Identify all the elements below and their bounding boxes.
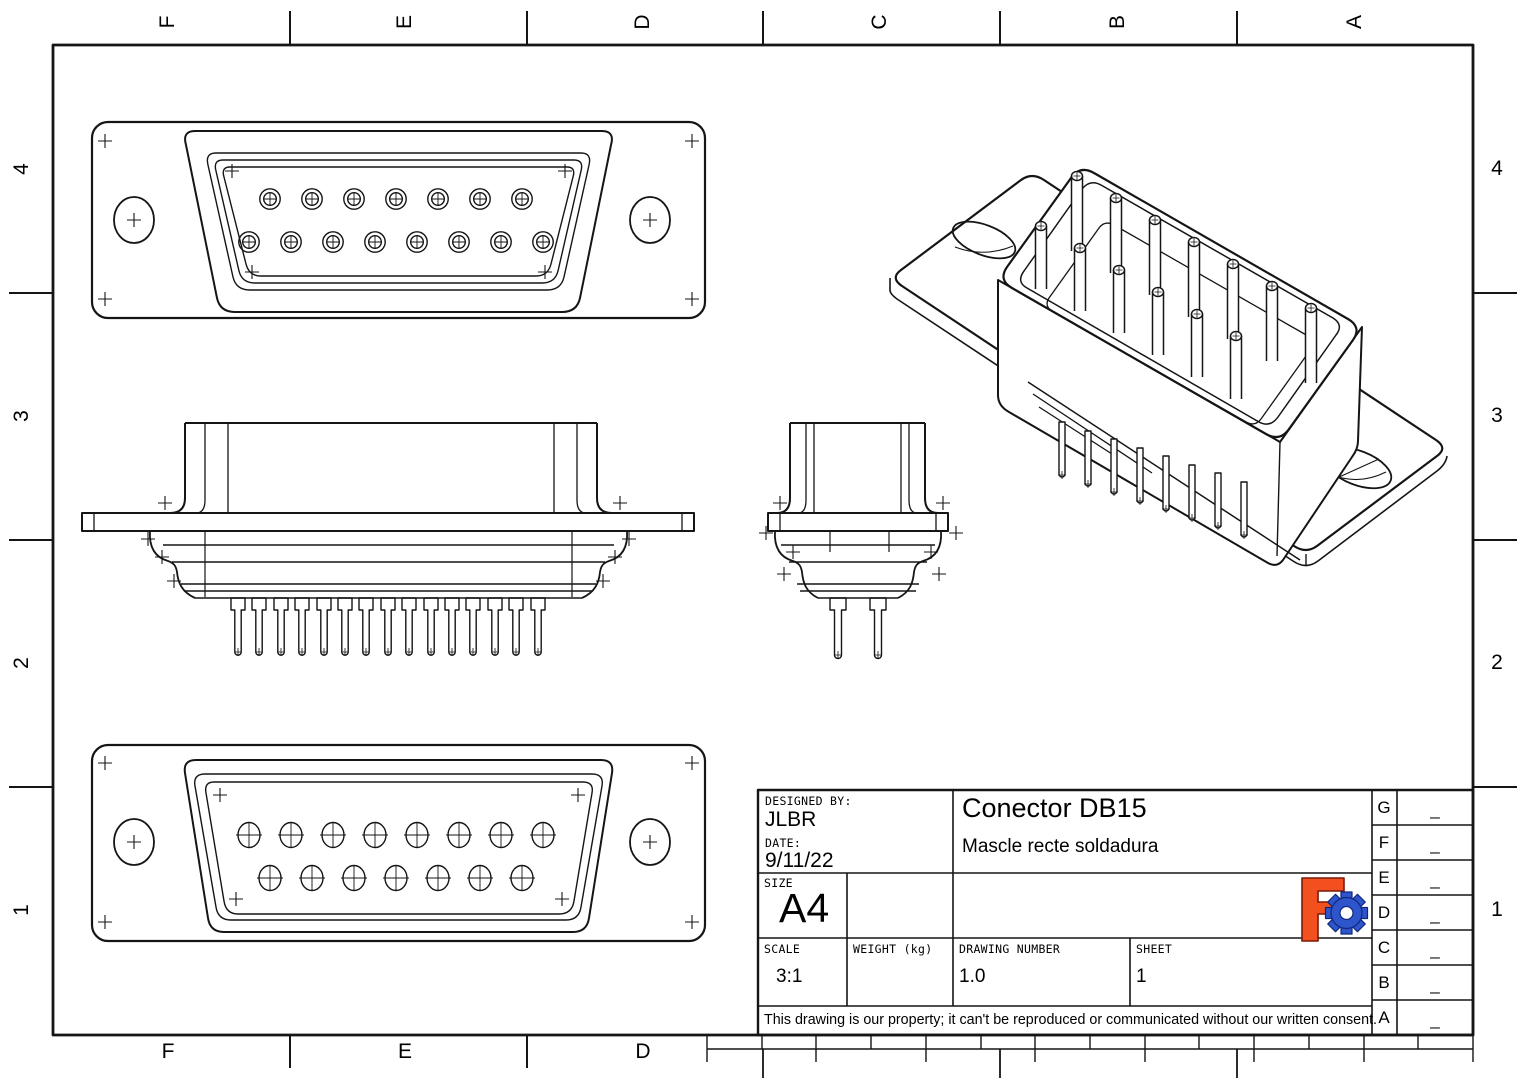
revision-letter: G: [1377, 798, 1391, 817]
revision-value: _: [1430, 905, 1440, 924]
top-pins-back: [1070, 170, 1318, 383]
designed-by-value: JLBR: [765, 808, 817, 831]
drawing-number-value: 1.0: [959, 966, 986, 987]
date-value: 9/11/22: [765, 849, 834, 872]
solder-pins-iso: [1058, 421, 1248, 539]
ruler-strip: [706, 1035, 1474, 1078]
revision-letter: F: [1378, 833, 1390, 852]
grid-label-top-b: B: [1106, 14, 1129, 30]
revision-letter: B: [1378, 973, 1390, 992]
drawing-number-label: DRAWING NUMBER: [959, 942, 1061, 956]
grid-label-top-c: C: [868, 14, 891, 30]
profile-view: [759, 422, 963, 660]
weight-label: WEIGHT (kg): [853, 942, 933, 956]
grid-label-bottom-d: D: [635, 1040, 651, 1063]
size-label: SIZE: [764, 876, 793, 890]
designed-by-label: DESIGNED BY:: [765, 794, 852, 808]
sheet-value: 1: [1136, 966, 1147, 987]
contact-pins-rear: [236, 821, 556, 892]
grid-label-right-2: 2: [1491, 651, 1503, 674]
size-value: A4: [779, 885, 830, 931]
revision-value: _: [1430, 870, 1440, 889]
grid-label-left-3: 3: [10, 410, 33, 422]
grid-label-right-3: 3: [1491, 404, 1503, 427]
solder-pins-side: [230, 597, 546, 656]
grid-label-top-d: D: [631, 14, 654, 30]
title-block-grid: [756, 788, 1475, 1037]
revision-value: _: [1430, 975, 1440, 994]
side-view: [81, 422, 695, 656]
rear-view: [90, 743, 707, 943]
revision-letter: A: [1378, 1008, 1390, 1027]
freecad-logo-icon: [1301, 877, 1369, 942]
revision-value: _: [1430, 940, 1440, 959]
disclaimer-text: This drawing is our property; it can't b…: [764, 1012, 1378, 1028]
front-view: [90, 120, 707, 320]
grid-label-top-f: F: [156, 15, 179, 29]
revision-letter: C: [1377, 938, 1391, 957]
grid-label-left-2: 2: [10, 657, 33, 669]
top-pins-front: [1034, 220, 1243, 399]
revision-value: _: [1430, 1010, 1440, 1029]
isometric-view: [889, 168, 1448, 567]
scale-value: 3:1: [776, 966, 803, 987]
date-label: DATE:: [765, 836, 802, 850]
grid-label-left-1: 1: [10, 904, 33, 916]
grid-label-top-e: E: [393, 14, 416, 30]
revision-letter: E: [1378, 868, 1390, 887]
contact-pins-front: [238, 188, 554, 253]
grid-label-top-a: A: [1343, 14, 1366, 30]
revision-value: _: [1430, 800, 1440, 819]
scale-label: SCALE: [764, 942, 801, 956]
revision-letter: D: [1377, 903, 1391, 922]
grid-label-bottom-f: F: [161, 1040, 175, 1063]
revision-value: _: [1430, 835, 1440, 854]
grid-label-right-4: 4: [1491, 157, 1503, 180]
grid-label-bottom-e: E: [397, 1040, 413, 1063]
grid-label-left-4: 4: [10, 163, 33, 175]
grid-label-right-1: 1: [1491, 898, 1503, 921]
sheet-label: SHEET: [1136, 942, 1173, 956]
drawing-subtitle: Mascle recte soldadura: [962, 836, 1159, 857]
solder-pins-profile: [829, 597, 887, 660]
drawing-title: Conector DB15: [962, 793, 1147, 823]
